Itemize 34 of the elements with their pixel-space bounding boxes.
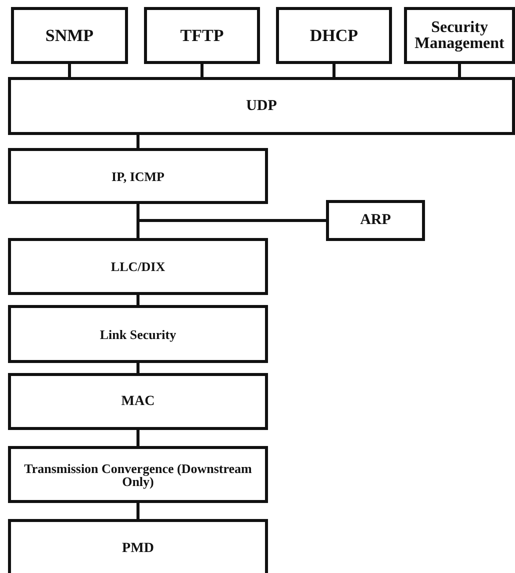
- layer-box: [8, 305, 268, 363]
- layer-box: [8, 77, 515, 135]
- connector-line: [136, 204, 326, 222]
- connector-line: [200, 64, 204, 77]
- layer-box: [144, 7, 260, 64]
- layer-label: LLC/DIX: [110, 260, 166, 273]
- layer-box: [326, 200, 425, 241]
- connector-line: [136, 363, 140, 373]
- layer-label: MAC: [121, 394, 155, 408]
- connector-line: [458, 64, 461, 77]
- layer-label: DHCP: [310, 27, 358, 44]
- layer-label: IP, ICMP: [112, 170, 164, 182]
- connector-line: [136, 430, 140, 446]
- layer-box: [8, 373, 268, 430]
- connector-line: [68, 64, 71, 77]
- layer-box: [276, 7, 392, 64]
- layer-label: Security Management: [414, 20, 506, 52]
- connector-line: [136, 135, 140, 148]
- layer-box: [404, 7, 515, 64]
- layer-box: [11, 7, 128, 64]
- layer-label: TFTP: [180, 27, 224, 44]
- layer-box: [8, 148, 268, 204]
- layer-box: [8, 519, 268, 573]
- connector-line: [136, 503, 140, 519]
- layer-label: Transmission Convergence (Downstream Only): [23, 462, 253, 488]
- connector-line: [332, 64, 336, 77]
- connector-line: [136, 295, 140, 305]
- layer-label: UDP: [246, 98, 277, 114]
- layer-box: [8, 238, 268, 295]
- layer-label: Link Security: [100, 328, 176, 340]
- layer-label: ARP: [360, 213, 391, 228]
- layer-label: PMD: [122, 542, 154, 556]
- layer-label: SNMP: [45, 27, 94, 44]
- layer-box: [8, 446, 268, 503]
